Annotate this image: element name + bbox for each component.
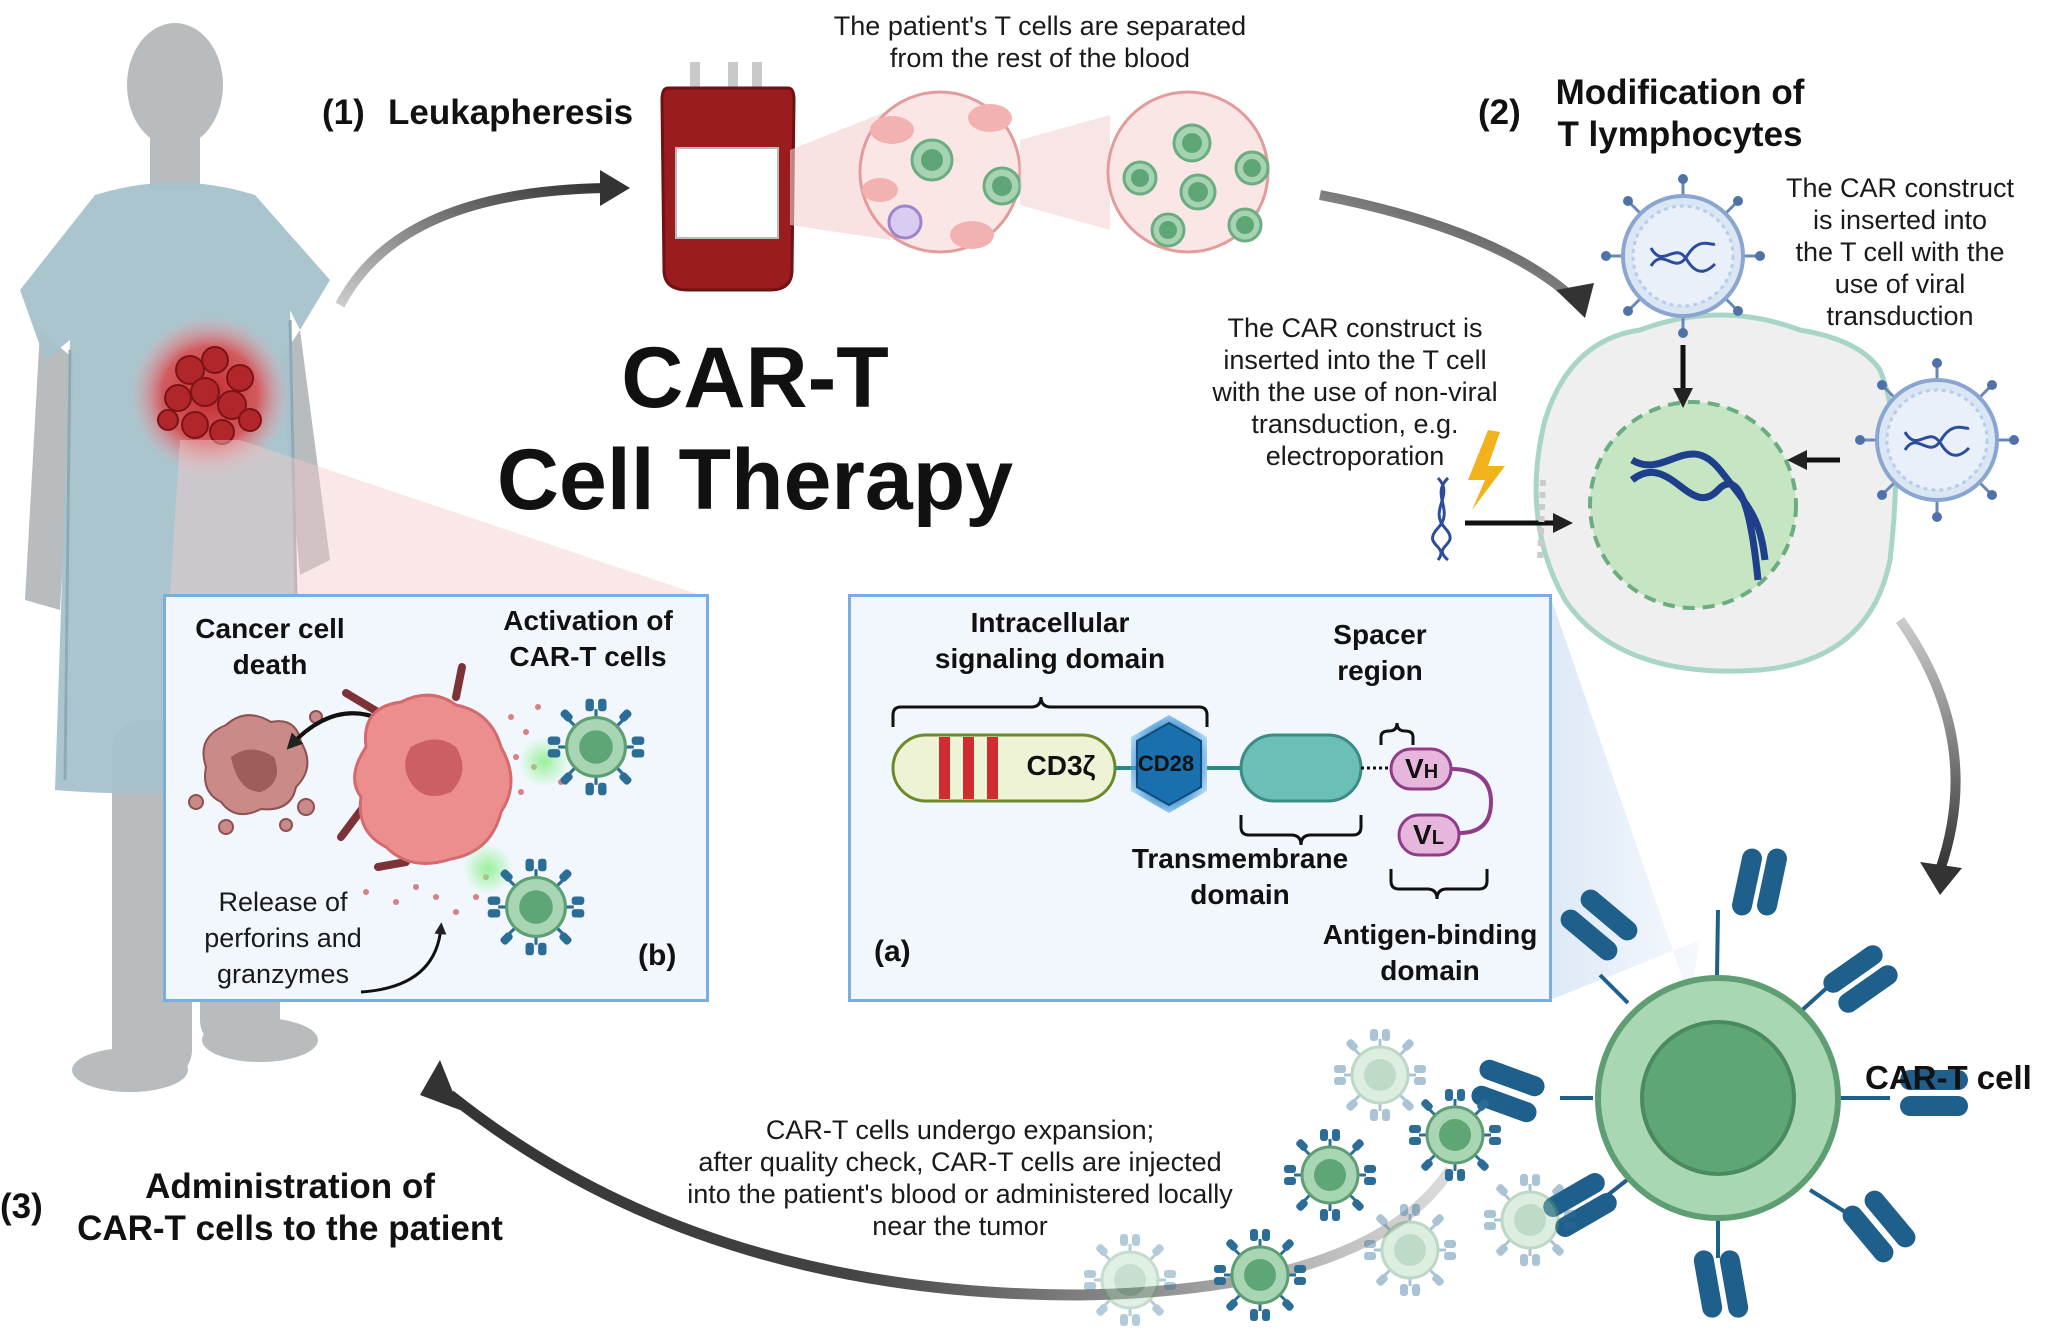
vh-subscript: H	[1423, 761, 1439, 783]
arrow-to-leukapheresis	[335, 183, 611, 308]
nonviral-note-line1: The CAR construct is	[1227, 313, 1483, 343]
step3-number: (3)	[0, 1187, 43, 1226]
vh-letter: V	[1405, 753, 1424, 784]
vh-label: VH	[1405, 752, 1438, 786]
nonviral-note-line3: with the use of non-viral	[1212, 377, 1498, 407]
viral-note-line5: transduction	[1826, 301, 1974, 331]
arrow-head-1	[600, 170, 630, 206]
expansion-note-line4: near the tumor	[872, 1211, 1048, 1241]
panel-a	[848, 594, 1552, 1002]
zoom-wedge-separation	[1020, 115, 1110, 230]
viral-note-line1: The CAR construct	[1785, 173, 2015, 203]
arrow-head-3	[1920, 862, 1962, 895]
step2-title-line1: Modification of	[1555, 73, 1805, 112]
viral-note-line3: the T cell with the	[1795, 237, 2005, 267]
antigen-line1: Antigen-binding	[1322, 919, 1538, 950]
vl-label: VL	[1413, 818, 1444, 852]
nonviral-note-line5: electroporation	[1265, 441, 1445, 471]
panel-b-tag: (b)	[638, 939, 677, 972]
blood-sample-tcells	[1106, 90, 1270, 254]
expansion-note-line3: into the patient's blood or administered…	[687, 1179, 1233, 1209]
cancer-death-line1: Cancer cell	[195, 613, 345, 644]
separation-note-line2: from the rest of the blood	[889, 43, 1191, 73]
main-title-line2: Cell Therapy	[496, 432, 1014, 528]
expansion-note-line2: after quality check, CAR-T cells are inj…	[698, 1147, 1222, 1177]
car-t-cell-label: CAR-T cell	[1865, 1059, 2032, 1096]
release-line1: Release of	[218, 887, 348, 917]
step2-number: (2)	[1478, 93, 1521, 132]
dna-icon	[1431, 476, 1452, 562]
intracellular-line1: Intracellular	[970, 607, 1130, 638]
step1-number: (1)	[322, 93, 365, 132]
transmembrane-line1: Transmembrane	[1131, 843, 1349, 874]
release-line2: perforins and	[204, 923, 362, 953]
lightning-icon	[1468, 430, 1505, 510]
step3-title-line2: CAR-T cells to the patient	[77, 1209, 503, 1248]
vl-subscript: L	[1431, 827, 1444, 849]
arrow-to-cart-cell	[1895, 617, 1961, 872]
arrow-head-2	[1556, 283, 1594, 318]
intracellular-line2: signaling domain	[934, 643, 1166, 674]
arrow-to-patient	[446, 1090, 1455, 1301]
antigen-line2: domain	[1380, 955, 1480, 986]
step1-title: Leukapheresis	[388, 93, 634, 132]
viral-note-line2: is inserted into	[1812, 205, 1988, 235]
nonviral-note-line2: inserted into the T cell	[1223, 345, 1487, 375]
tumor-graphic	[130, 315, 290, 475]
blood-bag	[660, 62, 796, 292]
tcell-being-modified	[1533, 312, 1899, 674]
panel-a-tag: (a)	[874, 935, 911, 968]
nonviral-note-line4: transduction, e.g.	[1251, 409, 1459, 439]
separation-note-line1: The patient's T cells are separated	[833, 11, 1247, 41]
viral-note-line4: use of viral	[1834, 269, 1966, 299]
spacer-line2: region	[1337, 655, 1423, 686]
step2-title-line2: T lymphocytes	[1557, 115, 1803, 154]
activation-line2: CAR-T cells	[509, 641, 667, 672]
arrow-to-modification	[1319, 190, 1579, 304]
panel-a-graphics	[891, 696, 1494, 900]
zoom-wedge-tumor	[170, 440, 700, 595]
viral-vector-right	[1853, 356, 2021, 524]
vl-letter: V	[1413, 819, 1432, 850]
spacer-line1: Spacer	[1333, 619, 1427, 650]
panel-b-graphics	[188, 663, 646, 994]
activation-line1: Activation of	[503, 605, 673, 636]
blood-sample-mixed	[858, 90, 1022, 254]
expansion-note-line1: CAR-T cells undergo expansion;	[765, 1115, 1155, 1145]
membrane-pore	[1537, 479, 1546, 561]
release-line3: granzymes	[216, 959, 350, 989]
arrow-head-4	[420, 1060, 460, 1110]
panel-b	[163, 594, 709, 1002]
main-title-line1: CAR-T	[621, 330, 889, 426]
car-t-cell-graphic	[1471, 848, 1968, 1318]
viral-vector-top	[1599, 172, 1767, 340]
transmembrane-line2: domain	[1190, 879, 1290, 910]
cd3-label: CD3ζ	[1026, 750, 1096, 781]
cd28-label: CD28	[1137, 751, 1195, 776]
cancer-death-line2: death	[232, 649, 308, 680]
step3-title-line1: Administration of	[145, 1167, 435, 1206]
